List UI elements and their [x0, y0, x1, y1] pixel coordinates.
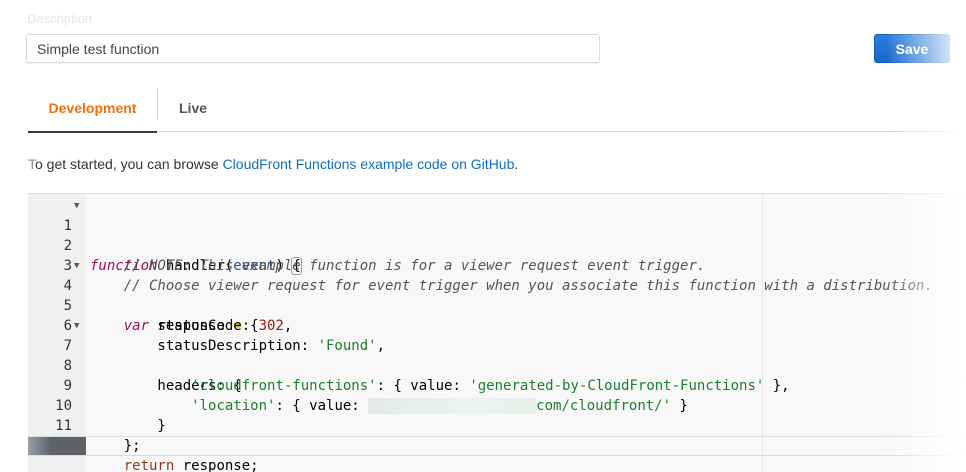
code-text: } [671, 398, 688, 414]
code-line: 3 // Choose viewer request for event tri… [28, 236, 966, 294]
code-text: , [376, 338, 386, 354]
code-text: handler( [157, 258, 234, 274]
tab-development[interactable]: Development [28, 84, 157, 133]
string-literal: com/cloudfront/' [536, 398, 672, 414]
tab-divider [157, 89, 158, 119]
code-editor[interactable]: 1 ▼ function handler(event) { 2 // NOTE:… [28, 193, 966, 472]
tab-live[interactable]: Live [179, 100, 208, 116]
code-line: 6 statusDescription: 'Found', [28, 296, 966, 354]
keyword: return [123, 458, 175, 472]
code-text: response; [174, 458, 259, 472]
tab-bar: Development Live [28, 84, 966, 133]
number-literal: 302 [258, 318, 284, 334]
string-literal: 'generated-by-CloudFront-Functions' [469, 378, 765, 394]
comment: // NOTE: This example function is for a … [90, 258, 706, 274]
editor-gutter [28, 194, 86, 472]
code-text: headers: { [90, 378, 242, 394]
fold-toggle-icon[interactable]: ▼ [74, 261, 80, 271]
code-line: 8 'cloudfront-functions': { value: 'gene… [28, 336, 966, 394]
indent [90, 458, 124, 472]
string-literal: 'location' [191, 398, 276, 414]
code-text: statusDescription: [90, 338, 318, 354]
line-number: 10 [55, 398, 72, 414]
line-number: 5 [63, 298, 72, 314]
line-number: 9 [63, 378, 72, 394]
code-text: response [149, 318, 234, 334]
line-number: 1 [63, 218, 72, 234]
code-text: , [283, 318, 293, 334]
code-text: : { value: [275, 398, 369, 414]
line-number: 8 [63, 358, 72, 374]
code-line: 12 return response; [28, 416, 966, 472]
code-line: 2 // NOTE: This example function is for … [28, 216, 966, 274]
fold-toggle-icon[interactable]: ▼ [74, 201, 80, 211]
intro-first-letter: T [28, 156, 35, 172]
matched-bracket: { [291, 257, 302, 275]
code-line: 4 ▼ var response = { [28, 256, 966, 334]
code-text: ) [275, 258, 293, 274]
line-number: 7 [63, 338, 72, 354]
code-line: 7 ▼ headers: { [28, 316, 966, 394]
redacted-url [368, 398, 537, 414]
code-line: 9 'location': { value: com/cloudfront/' … [28, 356, 966, 414]
code-line: 10 } [28, 376, 966, 434]
code-line: 5 statusCode: 302, [28, 276, 966, 334]
line-number: 11 [55, 418, 72, 434]
description-input[interactable] [26, 34, 600, 63]
intro-text: To get started, you can browse CloudFron… [28, 156, 518, 172]
string-literal: 'cloudfront-functions' [191, 378, 377, 394]
save-button[interactable]: Save [874, 34, 950, 63]
github-example-link[interactable]: CloudFront Functions example code on Git… [222, 156, 515, 172]
intro-suffix: . [514, 156, 519, 172]
keyword: var [123, 318, 150, 334]
string-literal: 'Found' [317, 338, 377, 354]
code-line: 1 ▼ function handler(event) { [28, 196, 966, 275]
code-line-active: 13 } [28, 436, 966, 456]
operator: = [233, 318, 242, 334]
description-label: Description [27, 11, 93, 26]
code-text: statusCode: [90, 318, 259, 334]
keyword: function [90, 258, 158, 274]
code-line: 11 }; [28, 396, 966, 454]
fold-toggle-icon[interactable]: ▼ [74, 321, 80, 331]
active-line-gutter [28, 437, 86, 455]
code-text: } [90, 418, 166, 434]
comment: // Choose viewer request for event trigg… [90, 278, 933, 294]
line-number: 6 [63, 318, 72, 334]
line-number: 4 [63, 278, 72, 294]
code-text: }, [764, 378, 790, 394]
code-text: : { value: [376, 378, 470, 394]
print-margin [762, 194, 763, 472]
code-text: { [241, 318, 259, 334]
code-text: }; [90, 438, 141, 454]
intro-body: o get started, you can browse [35, 156, 223, 172]
line-number: 3 [63, 258, 72, 274]
parameter: event [233, 258, 276, 274]
line-number: 2 [63, 238, 72, 254]
